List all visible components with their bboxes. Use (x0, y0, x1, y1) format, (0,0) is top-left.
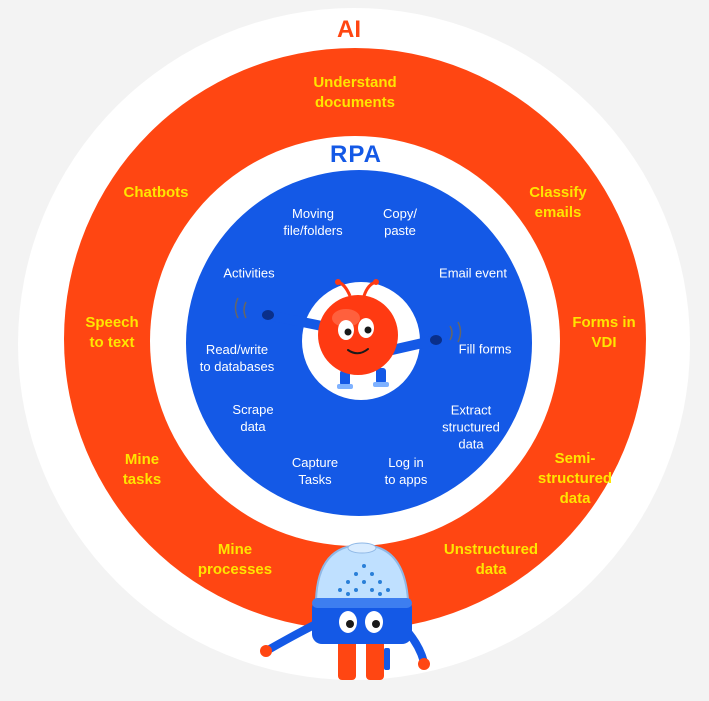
ai-item-mine-processes: Mine processes (197, 541, 273, 578)
rpa-item-capture-tasks: Capture Tasks (291, 455, 339, 487)
rpa-item-scrape-data: Scrape data (232, 402, 274, 434)
ai-item-semi-structured-data: Semi- structured data (537, 450, 613, 507)
ai-item-mine-tasks: Mine tasks (122, 451, 162, 488)
ai-item-speech-to-text: Speech to text (85, 314, 139, 351)
rpa-item-log-in-to-apps: Log in to apps (384, 455, 428, 487)
ai-item-classify-emails: Classify emails (529, 184, 587, 221)
ai-item-unstructured-data: Unstructured data (443, 541, 539, 578)
rpa-item-moving-files: Moving file/folders (283, 206, 343, 238)
rpa-item-read-write-db: Read/write to databases (199, 342, 275, 374)
ai-item-chatbots: Chatbots (123, 184, 189, 201)
ai-item-understand-documents: Understand documents (313, 74, 397, 111)
ai-title: AI (337, 16, 361, 43)
rpa-item-email-event: Email event (439, 265, 507, 281)
rpa-item-activities: Activities (223, 265, 275, 281)
rpa-title: RPA (330, 141, 382, 168)
ai-item-forms-in-vdi: Forms in VDI (572, 314, 636, 351)
rpa-item-fill-forms: Fill forms (458, 341, 512, 357)
rpa-item-extract-data: Extract structured data (442, 402, 500, 452)
rpa-item-copy-paste: Copy/ paste (383, 206, 417, 238)
